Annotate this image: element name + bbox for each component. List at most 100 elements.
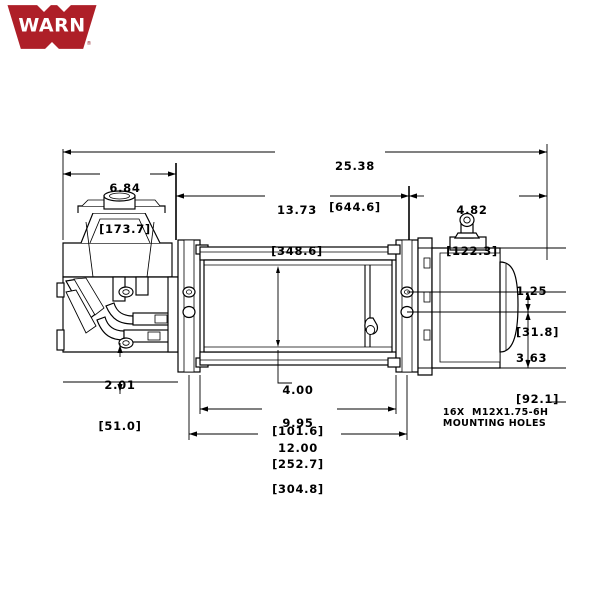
clutch-lever-base xyxy=(453,232,481,239)
logo-notch-top-right xyxy=(56,4,72,12)
clutch-lever xyxy=(453,212,481,239)
hydraulic-motor-assembly xyxy=(62,190,173,278)
dim-4-82-text: 4.82 [122.3] xyxy=(432,177,512,285)
dim-2-01-arrow-up xyxy=(117,345,123,353)
dim-4-82-inch: 4.82 xyxy=(456,203,488,217)
dim-3-63-text: 3.63 [92.1] xyxy=(516,325,588,433)
foot-right-tab-top xyxy=(387,244,401,255)
dim-9-95-text: 9.95 [252.7] xyxy=(258,390,338,498)
dim-6-84-inch: 6.84 xyxy=(109,181,141,195)
gear-end-cap xyxy=(499,261,519,353)
gear-plate-slot-2 xyxy=(423,291,431,303)
valve-center-post-2 xyxy=(135,276,149,296)
foot-right-tab-bottom xyxy=(387,357,401,368)
dim-25-38-arrow-right xyxy=(539,149,547,155)
dim-4-82-arrow-right xyxy=(539,193,547,199)
logo-shield-shape xyxy=(6,4,98,50)
dim-1-25-text: 1.25 [31.8] xyxy=(516,258,588,366)
dim-3-63-inch: 3.63 xyxy=(516,351,548,365)
dim-6-84-mm: [173.7] xyxy=(99,221,151,236)
dim-13-73-text: 13.73 [348.6] xyxy=(257,177,337,285)
dim-4-00-mm: [101.6] xyxy=(272,423,324,438)
note-mounting-holes-line1: 16X M12X1.75-6H xyxy=(442,407,549,418)
valve-port-left-upper xyxy=(56,282,65,298)
foot-left-hole-lower xyxy=(182,305,196,319)
clutch-lever-ring-hole xyxy=(463,216,471,224)
logo-shield-outline xyxy=(6,4,98,50)
gear-housing-inner xyxy=(439,252,501,363)
dim-12-00-mm: [304.8] xyxy=(272,481,324,496)
dim-3-63-mm: [92.1] xyxy=(516,391,560,406)
dim-4-82-arrow-left xyxy=(409,193,417,199)
dim-group-top xyxy=(62,144,548,260)
valve-right-face xyxy=(167,276,179,353)
dim-1-25-inch: 1.25 xyxy=(516,284,548,298)
logo-notch-top-left xyxy=(36,4,52,12)
dim-4-00-arrow-top xyxy=(276,266,280,273)
warn-logo-svg: WARN ® xyxy=(6,4,98,50)
dim-4-00-text: 4.00 [101.6] xyxy=(258,357,338,465)
motor-top-boss-cap-inner xyxy=(109,192,130,200)
motor-cone-inner xyxy=(89,218,151,244)
dim-6-84-text: 6.84 [173.7] xyxy=(85,155,165,263)
dim-25-38-text: 25.38 [644.6] xyxy=(315,133,395,241)
bolt-boss-upper-hole xyxy=(122,289,130,295)
dim-group-bottom xyxy=(63,266,566,440)
dim-25-38-inch: 25.38 xyxy=(335,159,375,173)
dim-4-00-arrow-bottom xyxy=(276,340,280,347)
note-mounting-holes-line2: MOUNTING HOLES xyxy=(442,418,547,429)
dim-4-00-inch: 4.00 xyxy=(282,383,314,397)
hose-fitting-lower xyxy=(65,289,97,334)
dim-2-01-text: 2.01 [51.0] xyxy=(78,352,162,460)
logo-notch-bottom xyxy=(44,42,60,50)
dim-3-63-arrow-bottom xyxy=(525,360,531,368)
dim-6-84-arrow-right xyxy=(168,171,176,177)
foot-left-hole-upper-inner xyxy=(185,289,192,295)
dim-9-95-inch: 9.95 xyxy=(282,416,314,430)
control-valve-block xyxy=(56,276,181,353)
warn-logo: WARN ® xyxy=(6,4,98,50)
dim-13-73-arrow-left xyxy=(176,193,184,199)
dim-12-00-arrow-left xyxy=(189,431,197,437)
gear-housing xyxy=(417,236,519,376)
drum-tensioner-hole xyxy=(365,325,376,335)
gear-plate-slot-3 xyxy=(423,329,431,341)
bolt-boss-lower-hole xyxy=(122,340,130,346)
spool-collar-lower xyxy=(147,331,161,341)
dim-3-63-arrow-top xyxy=(525,312,531,320)
dim-2-01-inch: 2.01 xyxy=(104,378,136,392)
motor-strut-left xyxy=(85,221,94,278)
dim-12-00-text: 12.00 [304.8] xyxy=(258,415,338,523)
motor-strut-right xyxy=(146,221,155,278)
logo-trademark: ® xyxy=(87,40,92,47)
dim-12-00-inch: 12.00 xyxy=(278,441,318,455)
spool-collar-upper xyxy=(154,314,168,324)
logo-wordmark: WARN xyxy=(18,15,85,37)
gear-end-plate xyxy=(417,237,433,376)
dim-9-95-arrow-right xyxy=(388,406,396,412)
dim-2-01-arrow-down xyxy=(117,384,123,392)
dim-group-right xyxy=(407,247,566,369)
dim-9-95-mm: [252.7] xyxy=(272,456,324,471)
drum-barrel xyxy=(203,259,393,353)
dim-13-73-mm: [348.6] xyxy=(271,243,323,258)
dim-25-38-arrow-left xyxy=(63,149,71,155)
dim-1-25-arrow-bottom xyxy=(525,304,531,312)
dim-13-73-inch: 13.73 xyxy=(277,203,317,217)
dim-1-25-mm: [31.8] xyxy=(516,324,560,339)
note-mounting-holes: 16X M12X1.75-6H MOUNTING HOLES xyxy=(428,396,548,440)
dim-13-73-arrow-right xyxy=(401,193,409,199)
dim-25-38-mm: [644.6] xyxy=(329,199,381,214)
hose-fitting-upper-b xyxy=(73,277,105,316)
dim-4-00-leader-elbow xyxy=(277,350,292,384)
dim-6-84-arrow-left xyxy=(63,171,71,177)
dim-9-95-arrow-left xyxy=(200,406,208,412)
dim-2-01-mm: [51.0] xyxy=(98,418,142,433)
dim-4-82-mm: [122.3] xyxy=(446,243,498,258)
valve-port-left-lower xyxy=(56,329,65,351)
dim-12-00-arrow-right xyxy=(399,431,407,437)
dim-1-25-arrow-top xyxy=(525,292,531,300)
